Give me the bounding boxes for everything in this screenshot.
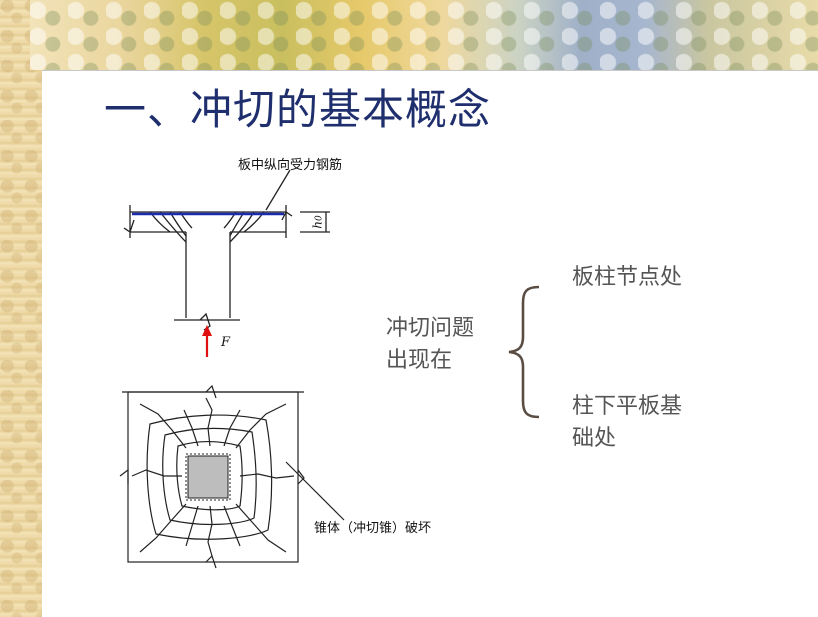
h0-symbol: h xyxy=(310,221,325,229)
force-label: F xyxy=(221,335,231,350)
failure-label: 锥体（冲切锥）破坏 xyxy=(314,521,432,536)
h0-label: h0 xyxy=(311,215,325,228)
slide-title: 一、冲切的基本概念 xyxy=(104,85,492,134)
answer-second: 柱下平板基 础处 xyxy=(572,391,682,455)
answer-first: 板柱节点处 xyxy=(572,265,683,290)
decorative-left-band xyxy=(0,0,42,617)
answer-second-line-2: 础处 xyxy=(572,426,617,451)
question-line-1: 冲切问题 xyxy=(386,316,475,341)
rebar-label: 板中纵向受力钢筋 xyxy=(238,158,343,173)
answer-second-line-1: 柱下平板基 xyxy=(572,394,683,419)
decorative-top-band xyxy=(30,0,818,70)
question-text: 冲切问题 出现在 xyxy=(386,313,474,377)
divider xyxy=(42,70,818,71)
h0-subscript: 0 xyxy=(314,215,325,221)
curly-brace xyxy=(508,285,540,419)
question-line-2: 出现在 xyxy=(386,348,453,373)
